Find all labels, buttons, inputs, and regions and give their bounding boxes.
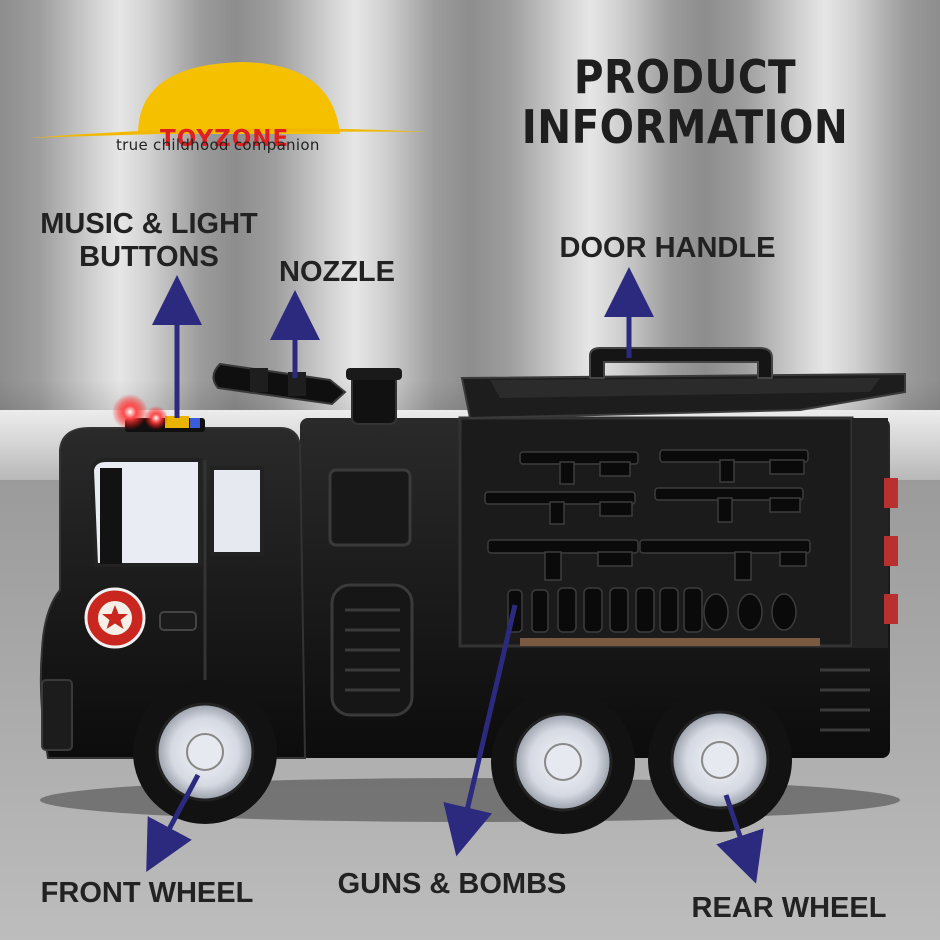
side-panel-window [328,468,412,547]
logo-brand-text: TOYZONE [160,126,290,152]
police-badge [84,587,146,649]
music-light-buttons [165,416,189,428]
rear-vent-slats [820,668,870,732]
door-panel [460,347,906,420]
middle-wheel [491,690,635,834]
rear-light-top [884,478,898,508]
arrow-guns-bombs [443,604,518,857]
side-vent-slats [345,608,400,692]
arrow-front-wheel [146,773,201,873]
gun-6 [639,539,811,581]
logo-sun-icon [28,62,428,138]
label-music-light-line2: BUTTONS [79,241,219,273]
rear-light-bottom [884,594,898,624]
siren-light-left [112,394,148,430]
side-mirror [100,468,122,564]
front-grille [41,679,73,751]
gun-3 [484,491,636,525]
door-handle [589,347,773,379]
label-music-light-line1: MUSIC & LIGHT [40,208,258,240]
label-music-light-buttons: MUSIC & LIGHT BUTTONS [20,208,278,274]
door-handle-cab [159,611,197,631]
gun-2 [659,449,809,483]
rear-wheel [648,688,792,832]
badge-star-icon [102,605,128,629]
rear-light-middle [884,536,898,566]
cab-window-side [210,466,264,556]
siren-light-right [144,406,168,430]
gun-4 [654,487,804,523]
weapons-rack [484,449,811,633]
water-nozzle [212,362,402,425]
front-wheel [133,680,277,824]
label-guns-bombs: GUNS & BOMBS [337,868,567,900]
gun-5 [487,539,639,581]
label-rear-wheel: REAR WHEEL [691,892,887,924]
gun-1 [519,451,639,485]
label-front-wheel: FRONT WHEEL [40,877,254,909]
label-nozzle: NOZZLE [279,256,395,288]
toyzone-logo: TOYZONE true childhood companion [28,44,438,164]
title-line-2: INFORMATION [521,100,849,154]
page-title: PRODUCT INFORMATION [496,52,874,152]
truck-cab [39,394,307,760]
logo-tagline: true childhood companion [116,136,320,154]
callout-arrows [146,267,764,884]
label-door-handle: DOOR HANDLE [559,232,776,264]
arrow-rear-wheel [716,794,764,884]
title-line-1: PRODUCT [573,50,797,104]
grenade-row [507,587,797,633]
